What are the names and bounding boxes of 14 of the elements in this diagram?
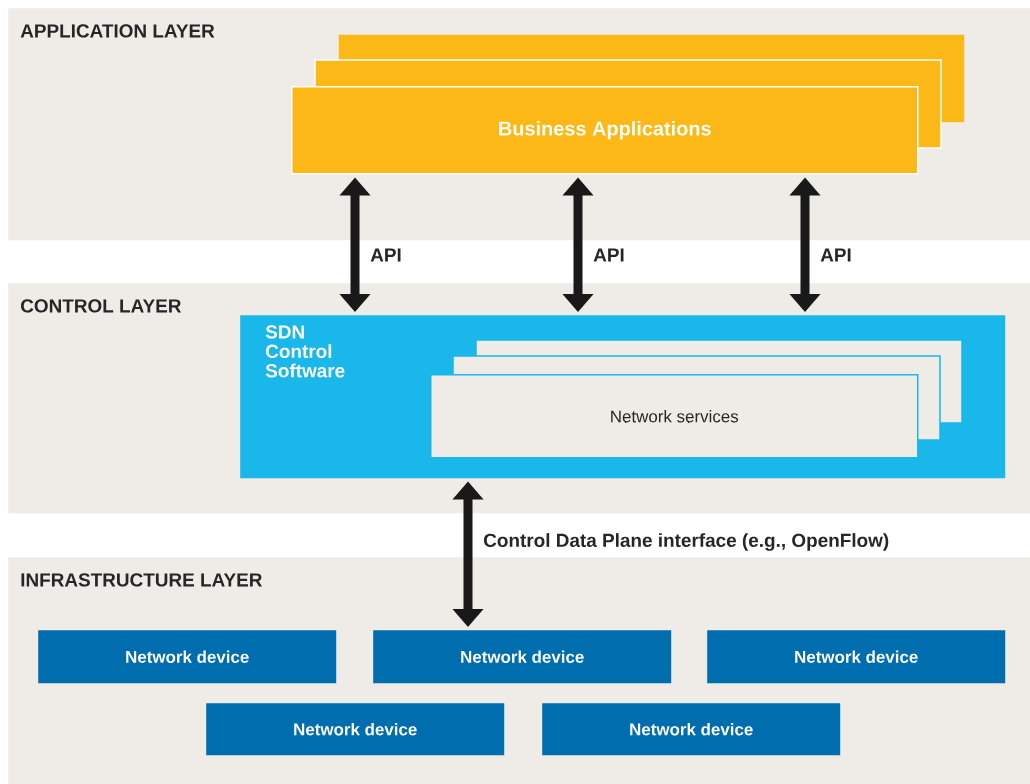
layer-title: INFRASTRUCTURE LAYER: [21, 573, 263, 587]
stacked-box: Network services: [430, 339, 963, 459]
device-box: Network device: [373, 630, 672, 684]
device-box: Network device: [206, 703, 505, 756]
device-box: Network device: [707, 630, 1006, 684]
edge-label: API: [819, 247, 853, 263]
edge-label: API: [592, 247, 626, 263]
layer-title: CONTROL LAYER: [21, 299, 182, 313]
device-box: Network device: [38, 630, 337, 684]
stacked-box: Business Applications: [291, 34, 965, 175]
device-box: Network device: [542, 703, 841, 756]
edge-label: API: [369, 247, 403, 263]
layer-title: APPLICATION LAYER: [20, 24, 215, 38]
edge-label: Control Data Plane interface (e.g., OpenFlow): [482, 532, 891, 552]
